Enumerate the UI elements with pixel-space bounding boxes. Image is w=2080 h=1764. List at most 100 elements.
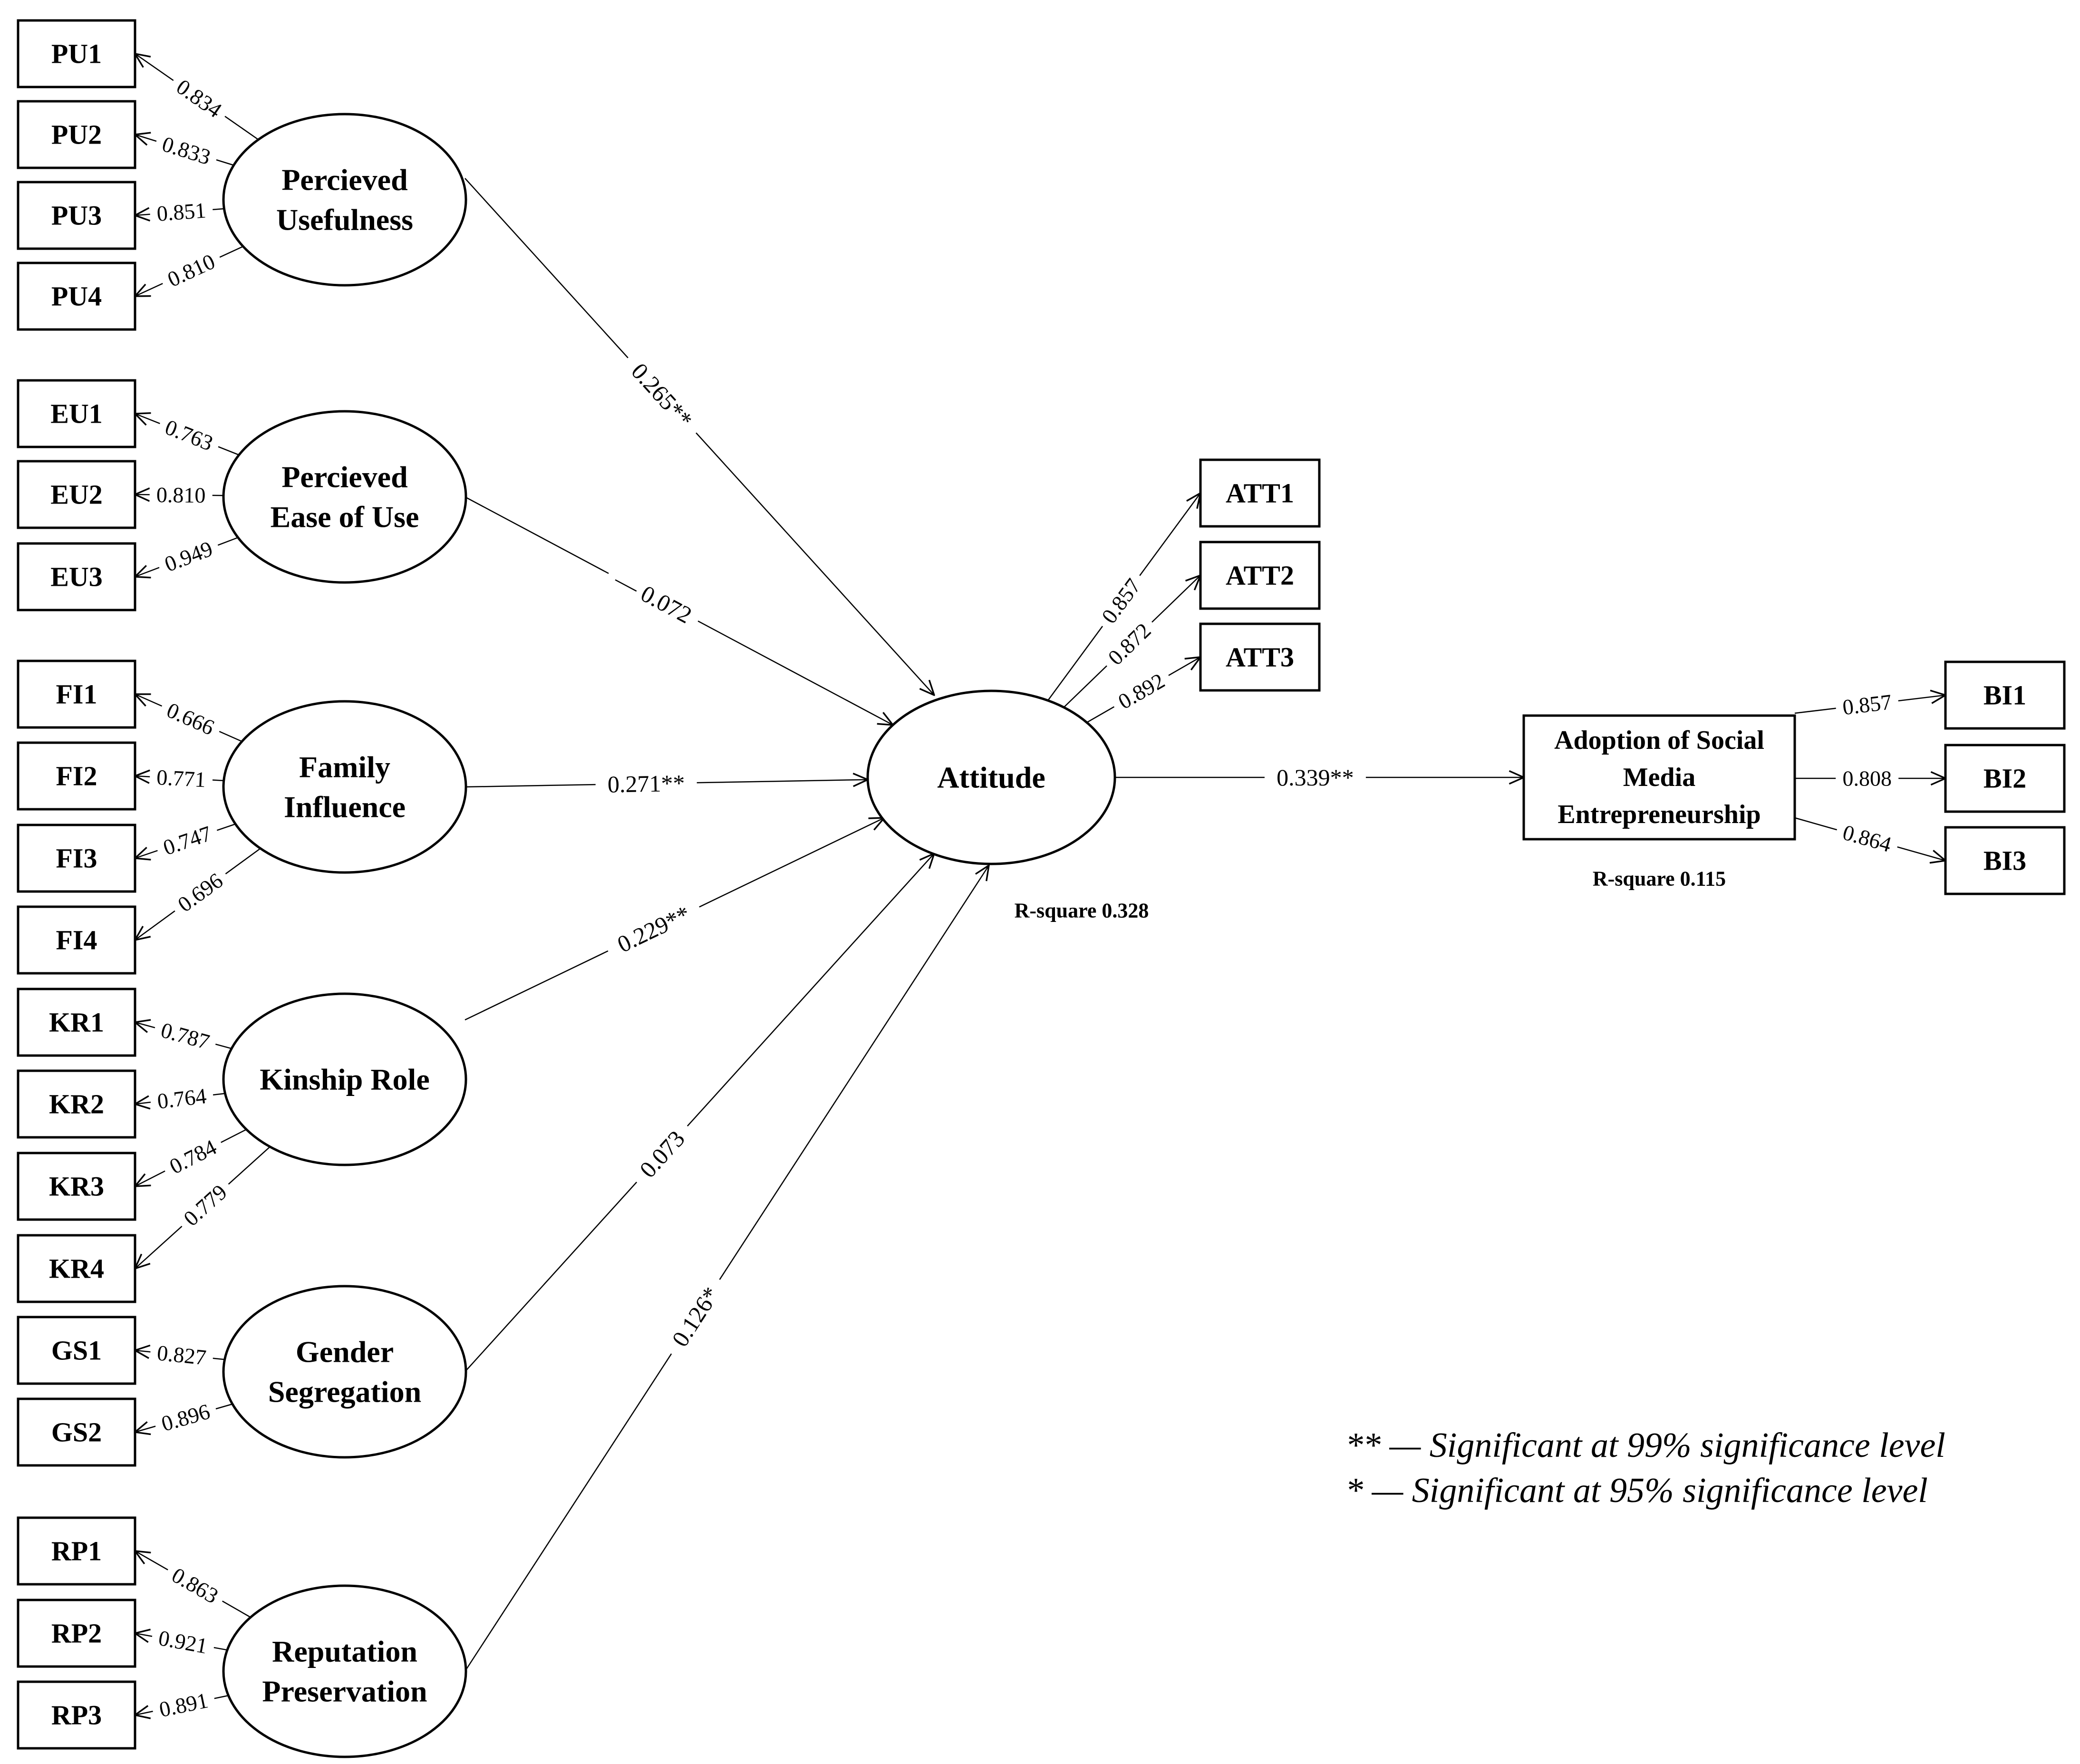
construct-label-pu-line-1: Percieved bbox=[281, 163, 407, 197]
loading-pu4-label: 0.810 bbox=[164, 249, 219, 292]
indicator-label-fi4: FI4 bbox=[56, 925, 97, 956]
construct-label-gs-line-2: Segregation bbox=[268, 1375, 421, 1409]
indicator-box-eu1 bbox=[17, 379, 136, 448]
construct-label-rp-line-1: Reputation bbox=[272, 1635, 417, 1668]
indicator-box-pu1 bbox=[17, 19, 136, 88]
construct-label-kr-line-1: Kinship Role bbox=[260, 1063, 429, 1096]
indicator-box-pu3 bbox=[17, 181, 136, 250]
construct-label-gs-line-1: Gender bbox=[296, 1335, 394, 1369]
construct-label-att-line-1: Attitude bbox=[937, 761, 1045, 795]
loading-kr3-label: 0.784 bbox=[165, 1135, 220, 1179]
indicator-box-att2 bbox=[1199, 541, 1321, 610]
construct-label-sm-line-2: Media bbox=[1623, 763, 1695, 792]
loading-gs1-label-bg bbox=[149, 1339, 214, 1371]
loading-kr2-label-bg bbox=[149, 1082, 215, 1115]
indicator-box-kr1 bbox=[17, 988, 136, 1057]
indicator-label-kr4: KR4 bbox=[49, 1253, 104, 1284]
construct-label-rp-line-2: Preservation bbox=[262, 1675, 427, 1708]
loading-rp2-label: 0.921 bbox=[156, 1626, 209, 1658]
loading-fi2-label-bg bbox=[149, 764, 213, 793]
indicator-label-att2: ATT2 bbox=[1226, 560, 1294, 591]
construct-label-sm-line-1: Adoption of Social bbox=[1554, 726, 1764, 755]
loading-fi1-label-bg bbox=[157, 695, 224, 743]
indicator-label-pu2: PU2 bbox=[51, 119, 102, 150]
loading-kr3-label-bg bbox=[159, 1131, 227, 1182]
path-arrow-rp-to-att bbox=[464, 865, 989, 1672]
indicator-box-gs2 bbox=[17, 1397, 136, 1467]
construct-ellipse-eu bbox=[222, 410, 467, 584]
indicator-label-pu3: PU3 bbox=[51, 200, 102, 231]
indicator-label-fi2: FI2 bbox=[56, 761, 97, 792]
loading-rp3-label-bg bbox=[150, 1686, 217, 1724]
construct-ellipse-att bbox=[866, 689, 1116, 865]
shape-layer bbox=[17, 19, 2066, 1758]
path-coefficient-rp-label-bg bbox=[661, 1273, 730, 1361]
indicator-label-rp1: RP1 bbox=[51, 1536, 102, 1567]
construct-ellipse-pu bbox=[222, 113, 467, 287]
path-arrow-pu-to-att bbox=[464, 178, 934, 695]
r-square-sm: R-square 0.115 bbox=[1593, 867, 1726, 891]
r-square-att: R-square 0.328 bbox=[1015, 899, 1149, 922]
loading-eu2-label-bg bbox=[149, 482, 213, 508]
indicator-label-fi1: FI1 bbox=[56, 679, 97, 710]
loading-eu1-label-bg bbox=[155, 412, 223, 458]
indicator-box-kr4 bbox=[17, 1234, 136, 1303]
indicator-label-kr3: KR3 bbox=[49, 1171, 104, 1202]
loading-bi3-label-bg bbox=[1833, 818, 1901, 859]
path-coefficient-kr-label: 0.229** bbox=[613, 900, 695, 958]
indicator-box-gs1 bbox=[17, 1316, 136, 1385]
loading-rp2-label-bg bbox=[150, 1624, 216, 1660]
loading-eu1-label: 0.763 bbox=[162, 415, 216, 456]
path-coefficient-eu-label-bg bbox=[602, 562, 704, 632]
path-coefficient-kr-label-bg bbox=[602, 896, 705, 962]
loading-fi3-label: 0.747 bbox=[160, 821, 214, 860]
path-coefficient-fi-label: 0.271** bbox=[607, 770, 685, 798]
loading-kr2-label: 0.764 bbox=[156, 1084, 208, 1114]
indicator-label-att3: ATT3 bbox=[1226, 642, 1294, 673]
construct-label-sm-line-3: Entrepreneurship bbox=[1558, 800, 1761, 829]
loading-fi4-label-bg bbox=[167, 863, 233, 921]
indicator-box-pu2 bbox=[17, 100, 136, 169]
loading-pu1-label-bg bbox=[166, 70, 232, 126]
construct-ellipse-gs bbox=[222, 1285, 467, 1459]
loading-bi3-label: 0.864 bbox=[1840, 820, 1894, 857]
path-coefficient-pu-label-bg bbox=[619, 349, 706, 441]
legend-line-1: ** — Significant at 99% significance lev… bbox=[1345, 1426, 1945, 1465]
indicator-box-fi1 bbox=[17, 659, 136, 729]
loading-bi2-label: 0.808 bbox=[1842, 766, 1892, 791]
loading-rp1-label: 0.863 bbox=[168, 1563, 223, 1609]
loading-bi2-label-bg bbox=[1836, 766, 1899, 791]
indicator-label-rp3: RP3 bbox=[51, 1700, 102, 1731]
loading-fi2-label: 0.771 bbox=[156, 765, 206, 792]
indicator-box-att3 bbox=[1199, 622, 1321, 692]
indicator-label-gs2: GS2 bbox=[51, 1417, 102, 1448]
loading-att3-label: 0.892 bbox=[1114, 669, 1169, 714]
indicator-box-rp3 bbox=[17, 1680, 136, 1750]
loading-att1-label-bg bbox=[1093, 568, 1150, 634]
indicator-label-kr1: KR1 bbox=[49, 1007, 104, 1038]
indicator-label-att1: ATT1 bbox=[1226, 478, 1294, 509]
indicator-box-fi3 bbox=[17, 824, 136, 893]
indicator-box-kr2 bbox=[17, 1069, 136, 1139]
loading-gs2-label-bg bbox=[152, 1397, 220, 1438]
indicator-label-eu3: EU3 bbox=[50, 562, 103, 592]
loading-fi1-label: 0.666 bbox=[163, 698, 218, 739]
construct-ellipse-rp bbox=[222, 1584, 467, 1758]
indicator-box-bi2 bbox=[1944, 744, 2066, 813]
indicator-box-bi3 bbox=[1944, 826, 2066, 895]
loading-pu3-label-bg bbox=[149, 197, 214, 227]
loading-rp1-label-bg bbox=[162, 1559, 229, 1612]
loading-eu3-label-bg bbox=[155, 533, 223, 579]
loading-att2-label-bg bbox=[1098, 613, 1161, 675]
construct-label-fi-line-1: Family bbox=[299, 750, 390, 784]
indicator-box-pu4 bbox=[17, 262, 136, 331]
loading-gs2-label: 0.896 bbox=[159, 1399, 213, 1436]
loading-gs1-label: 0.827 bbox=[156, 1340, 207, 1369]
path-coefficient-att-label-bg bbox=[1264, 765, 1366, 790]
legend-line-2: * — Significant at 95% significance leve… bbox=[1345, 1471, 1928, 1510]
indicator-label-bi3: BI3 bbox=[1983, 845, 2026, 876]
indicator-label-pu1: PU1 bbox=[51, 39, 102, 69]
indicator-box-att1 bbox=[1199, 458, 1321, 528]
path-coefficient-fi-label-bg bbox=[595, 770, 697, 797]
